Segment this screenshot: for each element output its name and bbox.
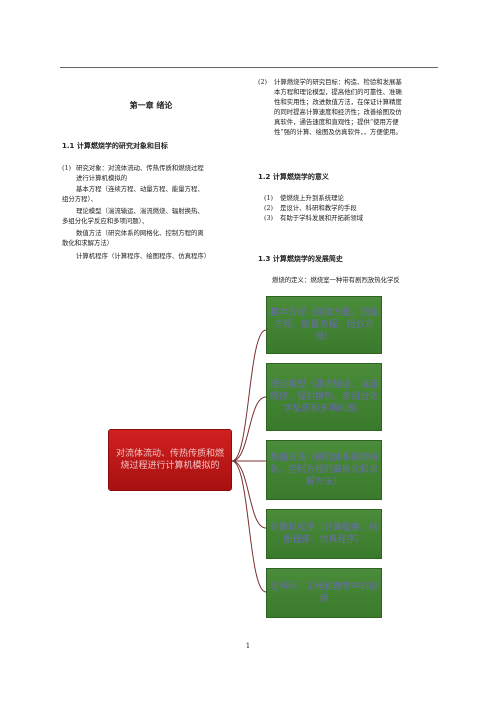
connector-line (231, 460, 267, 593)
significance-list: (1) 使燃烧上升到系统理论 (2) 是设计、科研和教学的手段 (3) 有助于学科发展… (264, 193, 434, 223)
research-goal-item: (2) 计算燃烧学的研究目标：构造、检验和发展基 本方程和理论模型，提高他们的可… (258, 77, 440, 137)
chapter-title: 第一章 绪论 (129, 101, 173, 110)
goal-line: 性”强的计算、绘图及仿真软件，，方便使用。 (274, 128, 402, 136)
connector-line (231, 396, 267, 462)
history-definition-line: 燃烧的定义：燃烧室一种带有剧烈放热化学反 (272, 276, 400, 284)
item-number: (1) (62, 164, 72, 172)
item-number: (1) (264, 194, 274, 202)
goal-line: 本方程和理论模型，提高他们的可靠性、准确 (274, 88, 402, 96)
diagram-node-applications: 在科研、工程和教学中的应用 (266, 568, 382, 618)
list-item: (3) 有助于学科发展和开拓新领域 (264, 213, 434, 223)
item-number: (2) (264, 204, 274, 212)
left-paragraph-d: 计算机程序（计算程序、绘图程序、仿真程序） (62, 251, 247, 261)
diagram-node-theory-models: 理论模型（湍流输运、湍流燃烧、辐射换热、多组分化学反应和多项问题） (266, 363, 382, 431)
left-paragraph-b: 理论模型（湍流输运、湍流燃烧、辐射换热、 多组分化学反应和多项问题）、 (62, 206, 247, 226)
connector-line (231, 460, 267, 529)
text-line: 多组分化学反应和多项问题）、 (62, 217, 149, 225)
list-item-text: 使燃烧上升到系统理论 (280, 194, 344, 202)
text-line: 理论模型（湍流输运、湍流燃烧、辐射换热、 (76, 207, 204, 215)
diagram-node-numerical-methods: 数值方法（研究体系的网格化、控制方程的离散化和求解方法） (266, 440, 382, 500)
item-number: (3) (264, 214, 274, 222)
left-paragraph-c: 数值方法（研究体系的网格化、控制方程的离 散化和求解方法） (62, 228, 247, 248)
item-line: 研究对象：对流体流动、传热传质和燃烧过程 (76, 164, 204, 172)
text-line: 数值方法（研究体系的网格化、控制方程的离 (76, 229, 204, 237)
list-item-text: 是设计、科研和教学的手段 (280, 204, 357, 212)
diagram-node-computer-programs: 计算机程序（计算程序、绘图程序、仿真程序） (266, 509, 382, 559)
text-line: 计算机程序（计算程序、绘图程序、仿真程序） (76, 252, 211, 260)
header-rule (60, 67, 438, 68)
text-line: 组分方程）、 (62, 195, 98, 203)
goal-line: 性和实用性；改进数值方法，在保证计算精度 (274, 98, 402, 106)
text-line: 散化和求解方法） (62, 239, 114, 247)
goal-line: 的同时提高计算速度和经济性；改善绘图及仿 (274, 108, 402, 116)
list-item: (1) 使燃烧上升到系统理论 (264, 193, 434, 203)
goal-line: 计算燃烧学的研究目标：构造、检验和发展基 (274, 78, 402, 86)
section-1-1-heading: 1.1 计算燃烧学的研究对象和目标 (62, 142, 168, 150)
connector-line (231, 329, 267, 462)
item-number: (2) (258, 78, 268, 86)
text-line: 基本方程（连续方程、动量方程、能量方程、 (76, 185, 204, 193)
section-1-3-heading: 1.3 计算燃烧学的发展简史 (258, 255, 343, 263)
goal-line: 真软件，通告速度和直观性；提供“使用方便 (274, 118, 399, 126)
research-object-item: (1) 研究对象：对流体流动、传热传质和燃烧过程 进行计算机模拟的 (62, 163, 247, 183)
diagram-node-basic-equations: 基本方程（连续方程、动量方程、能量方程、组分方程） (266, 296, 382, 354)
page-number: 1 (245, 642, 251, 650)
section-1-2-heading: 1.2 计算燃烧学的意义 (258, 173, 329, 181)
item-line: 进行计算机模拟的 (76, 174, 128, 182)
diagram-root-node: 对流体流动、传热传质和燃烧过程进行计算机模拟的 (108, 429, 232, 491)
list-item-text: 有助于学科发展和开拓新领域 (280, 214, 364, 222)
list-item: (2) 是设计、科研和教学的手段 (264, 203, 434, 213)
left-paragraph-a: 基本方程（连续方程、动量方程、能量方程、 组分方程）、 (62, 184, 247, 204)
